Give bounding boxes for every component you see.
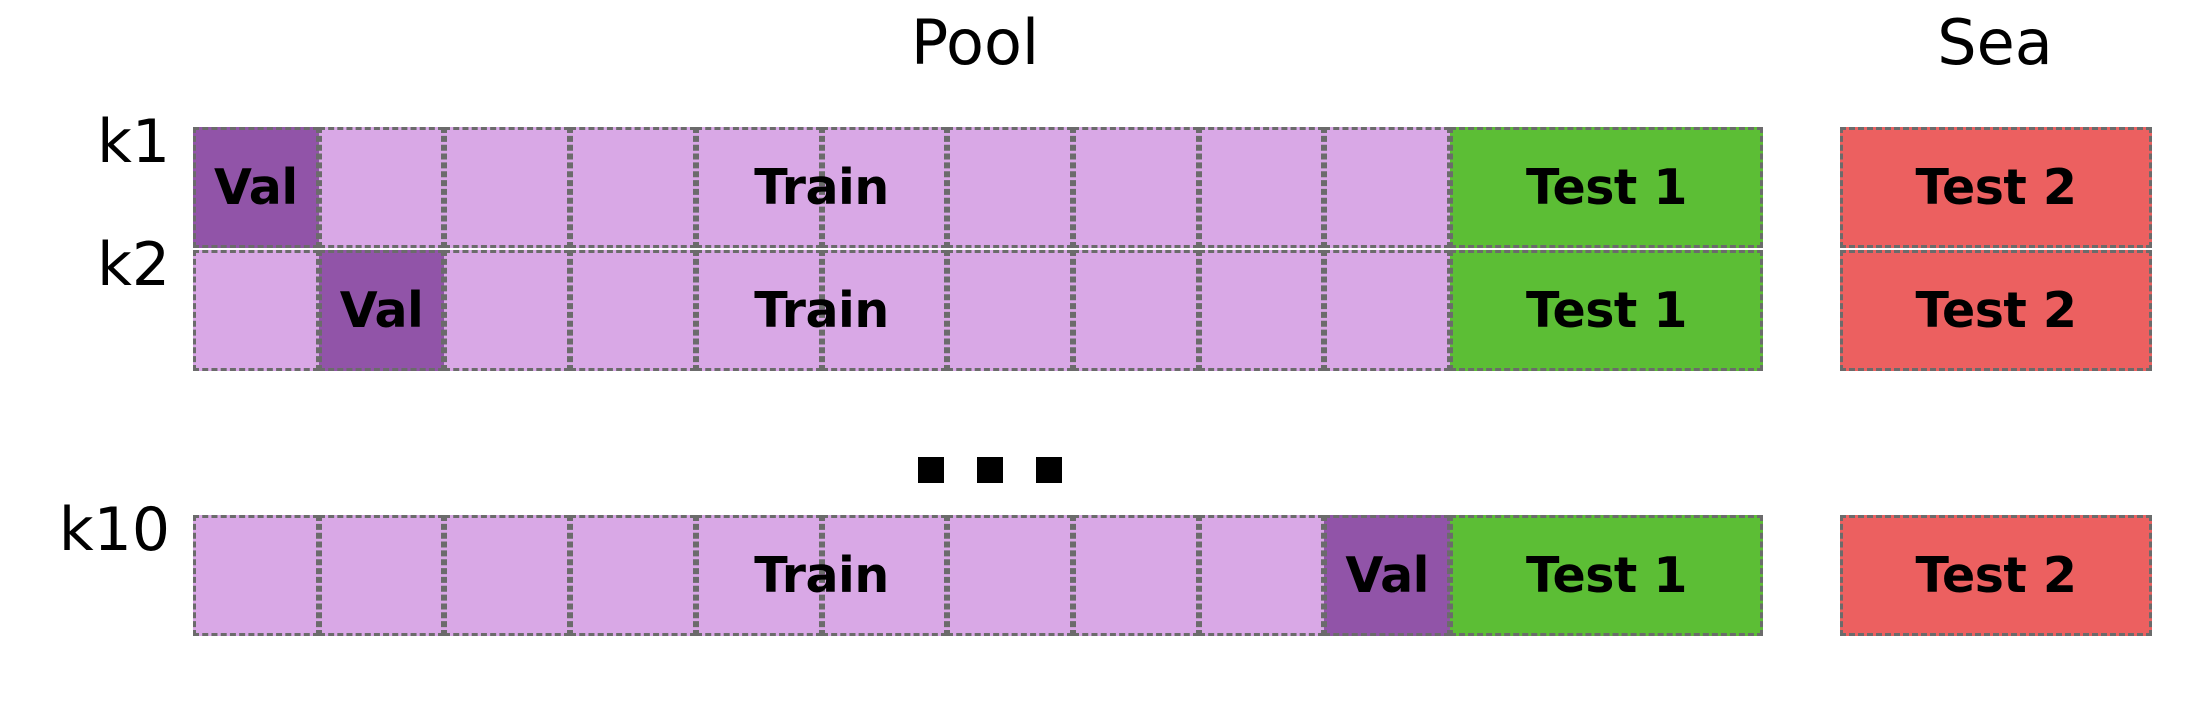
pool-strip-k10: Val Train xyxy=(193,515,1451,636)
fold-val-k1[interactable]: Val xyxy=(193,127,319,248)
pool-strip-k1: Val Train xyxy=(193,127,1451,248)
ellipsis-dot-1 xyxy=(918,457,944,483)
fold-train-k1-9[interactable] xyxy=(1198,127,1325,248)
row-label-k2: k2 xyxy=(97,230,170,300)
fold-val-label-k2: Val xyxy=(339,282,424,339)
fold-val-label-k1: Val xyxy=(214,159,298,216)
test2-block-k1[interactable]: Test 2 xyxy=(1840,127,2152,248)
fold-val-label-k10: Val xyxy=(1345,547,1429,604)
fold-train-k1-2[interactable] xyxy=(318,127,445,248)
fold-train-k10-6[interactable] xyxy=(821,515,948,636)
fold-train-k2-6[interactable] xyxy=(821,250,948,371)
fold-train-k2-10[interactable] xyxy=(1324,250,1451,371)
fold-train-k1-7[interactable] xyxy=(947,127,1073,248)
fold-train-k10-3[interactable] xyxy=(444,515,571,636)
test1-label-k1: Test 1 xyxy=(1526,159,1687,216)
fold-val-k10[interactable]: Val xyxy=(1324,515,1451,636)
row-label-k10: k10 xyxy=(58,495,170,565)
fold-train-k10-7[interactable] xyxy=(947,515,1073,636)
test1-block-k10[interactable]: Test 1 xyxy=(1450,515,1763,636)
fold-train-k10-9[interactable] xyxy=(1198,515,1325,636)
fold-train-k1-5[interactable] xyxy=(695,127,822,248)
fold-train-k1-6[interactable] xyxy=(821,127,948,248)
test2-label-k2: Test 2 xyxy=(1915,282,2077,339)
fold-train-k1-10[interactable] xyxy=(1324,127,1451,248)
fold-train-k10-2[interactable] xyxy=(318,515,445,636)
ellipsis-indicator xyxy=(918,457,1062,483)
column-heading-sea: Sea xyxy=(1937,6,2053,79)
column-heading-pool: Pool xyxy=(910,6,1040,79)
ellipsis-dot-2 xyxy=(977,457,1003,483)
test1-label-k2: Test 1 xyxy=(1526,282,1687,339)
test1-block-k1[interactable]: Test 1 xyxy=(1450,127,1763,248)
fold-train-k10-5[interactable] xyxy=(695,515,822,636)
ellipsis-dot-3 xyxy=(1036,457,1062,483)
fold-train-k1-3[interactable] xyxy=(444,127,571,248)
fold-train-k2-3[interactable] xyxy=(444,250,571,371)
fold-train-k10-4[interactable] xyxy=(570,515,696,636)
test1-block-k2[interactable]: Test 1 xyxy=(1450,250,1763,371)
fold-train-k2-8[interactable] xyxy=(1072,250,1199,371)
fold-train-k2-7[interactable] xyxy=(947,250,1073,371)
fold-train-k2-5[interactable] xyxy=(695,250,822,371)
fold-train-k10-1[interactable] xyxy=(193,515,319,636)
fold-val-k2[interactable]: Val xyxy=(318,250,445,371)
fold-train-k2-1[interactable] xyxy=(193,250,319,371)
test2-block-k10[interactable]: Test 2 xyxy=(1840,515,2152,636)
test1-label-k10: Test 1 xyxy=(1526,547,1687,604)
fold-train-k2-9[interactable] xyxy=(1198,250,1325,371)
fold-train-k10-8[interactable] xyxy=(1072,515,1199,636)
test2-label-k10: Test 2 xyxy=(1915,547,2077,604)
fold-train-k1-8[interactable] xyxy=(1072,127,1199,248)
row-label-k1: k1 xyxy=(97,107,170,177)
test2-label-k1: Test 2 xyxy=(1915,159,2077,216)
fold-train-k2-4[interactable] xyxy=(570,250,696,371)
test2-block-k2[interactable]: Test 2 xyxy=(1840,250,2152,371)
pool-strip-k2: Val Train xyxy=(193,250,1451,371)
fold-train-k1-4[interactable] xyxy=(570,127,696,248)
